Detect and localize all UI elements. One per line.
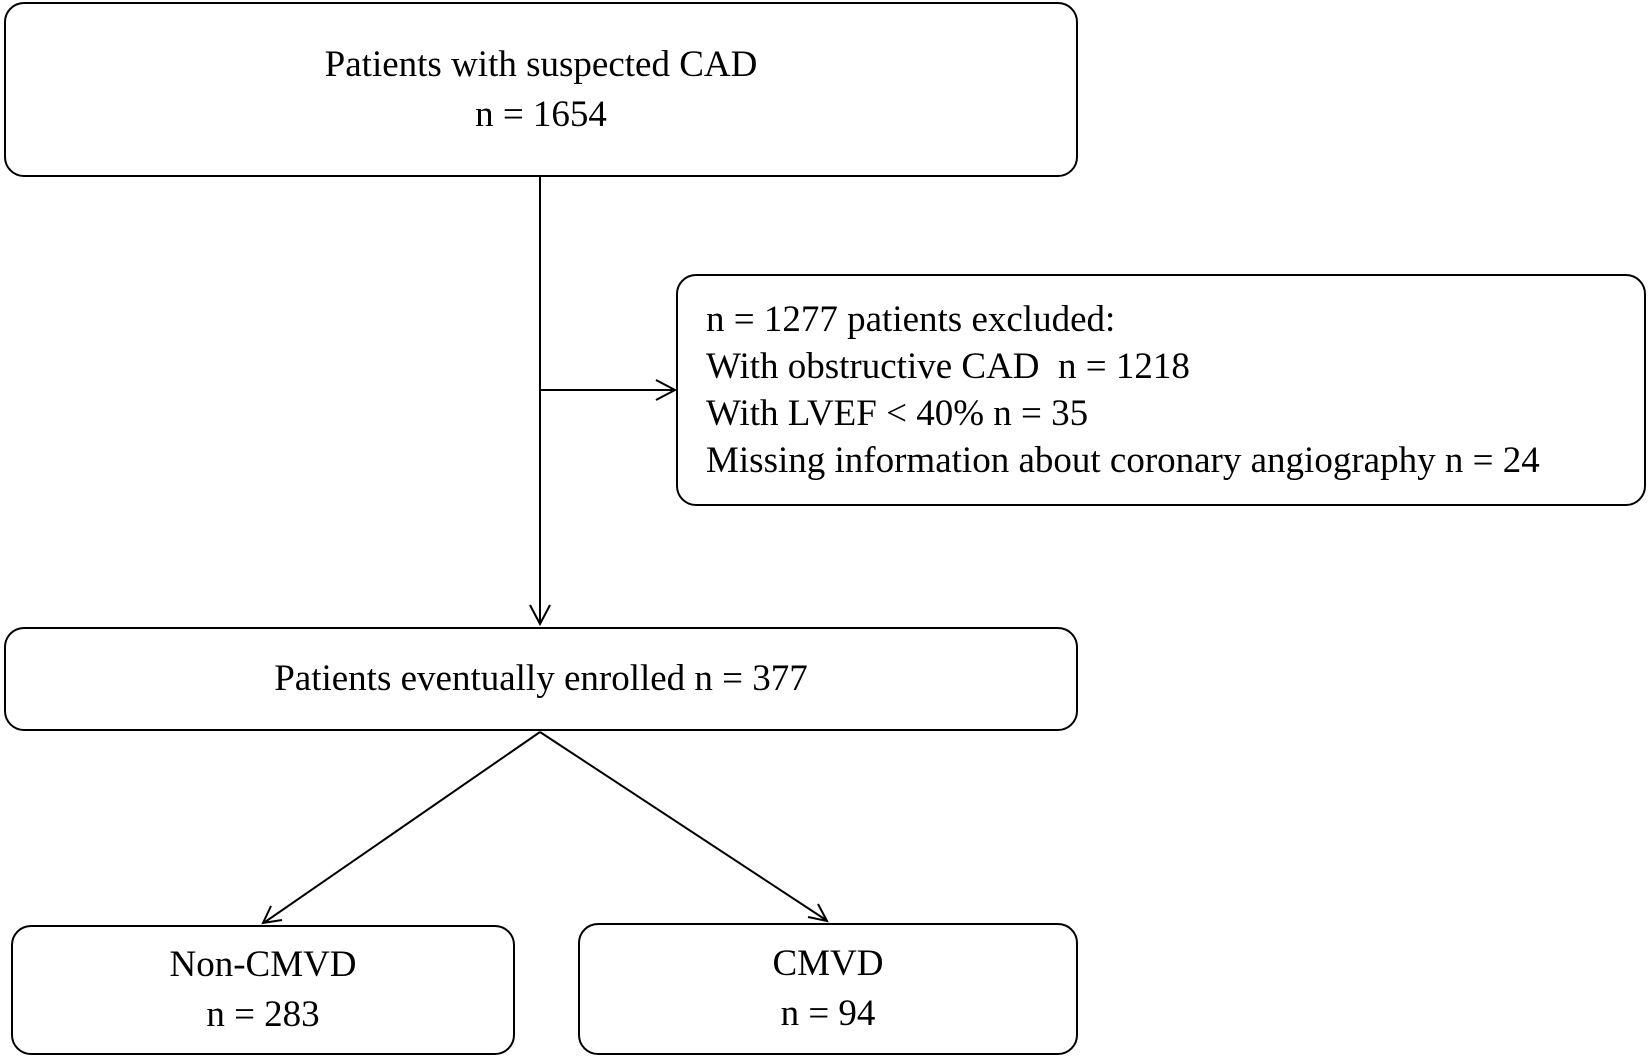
excluded-missing-angiography: Missing information about coronary angio… [706, 440, 1540, 481]
cmvd-box: CMVD n = 94 [578, 923, 1078, 1055]
cmvd-label: CMVD [772, 943, 884, 984]
suspected-cad-label: Patients with suspected CAD [324, 43, 758, 85]
arrowhead-cmvd [807, 903, 829, 923]
arrowhead-enrolled [529, 604, 551, 627]
enrolled-label: Patients eventually enrolled n = 377 [274, 658, 808, 699]
non-cmvd-box: Non-CMVD n = 283 [11, 925, 515, 1055]
excluded-patients-box: n = 1277 patients excluded: With obstruc… [676, 274, 1646, 506]
connector-to-cmvd [539, 731, 827, 921]
non-cmvd-count: n = 283 [206, 994, 320, 1035]
connector-to-noncmvd [264, 731, 541, 923]
arrowhead-noncmvd [261, 905, 283, 925]
non-cmvd-label: Non-CMVD [169, 944, 357, 985]
excluded-obstructive-cad: With obstructive CAD n = 1218 [706, 346, 1190, 387]
excluded-total: n = 1277 patients excluded: [706, 299, 1116, 340]
arrowhead-excluded [655, 379, 678, 401]
suspected-cad-count: n = 1654 [475, 93, 607, 135]
suspected-cad-box: Patients with suspected CAD n = 1654 [4, 2, 1078, 177]
cmvd-count: n = 94 [780, 993, 876, 1034]
excluded-lvef: With LVEF < 40% n = 35 [706, 393, 1089, 434]
enrolled-patients-box: Patients eventually enrolled n = 377 [4, 627, 1078, 731]
